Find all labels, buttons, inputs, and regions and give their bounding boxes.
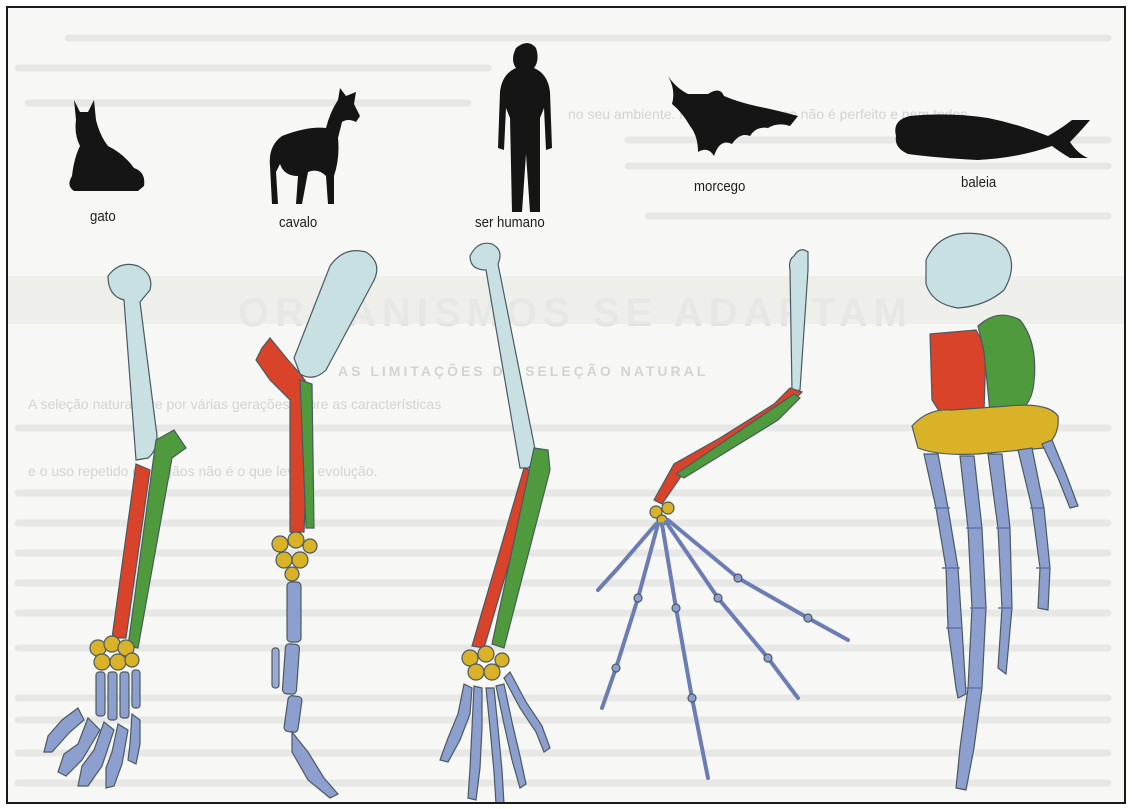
homologous-forelimbs-figure: ORGANISMOS SE ADAPTAM AS LIMITAÇÕES DA S…: [6, 6, 1126, 804]
label-whale: baleia: [961, 174, 996, 191]
label-horse: cavalo: [279, 214, 317, 231]
illustration-canvas: [8, 8, 1126, 804]
label-bat: morcego: [694, 178, 745, 195]
cat-silhouette: [69, 100, 144, 191]
label-human: ser humano: [475, 214, 545, 231]
label-cat: gato: [90, 208, 116, 225]
whale-silhouette: [895, 114, 1090, 160]
human-silhouette: [498, 43, 552, 212]
bat-silhouette: [668, 76, 798, 156]
